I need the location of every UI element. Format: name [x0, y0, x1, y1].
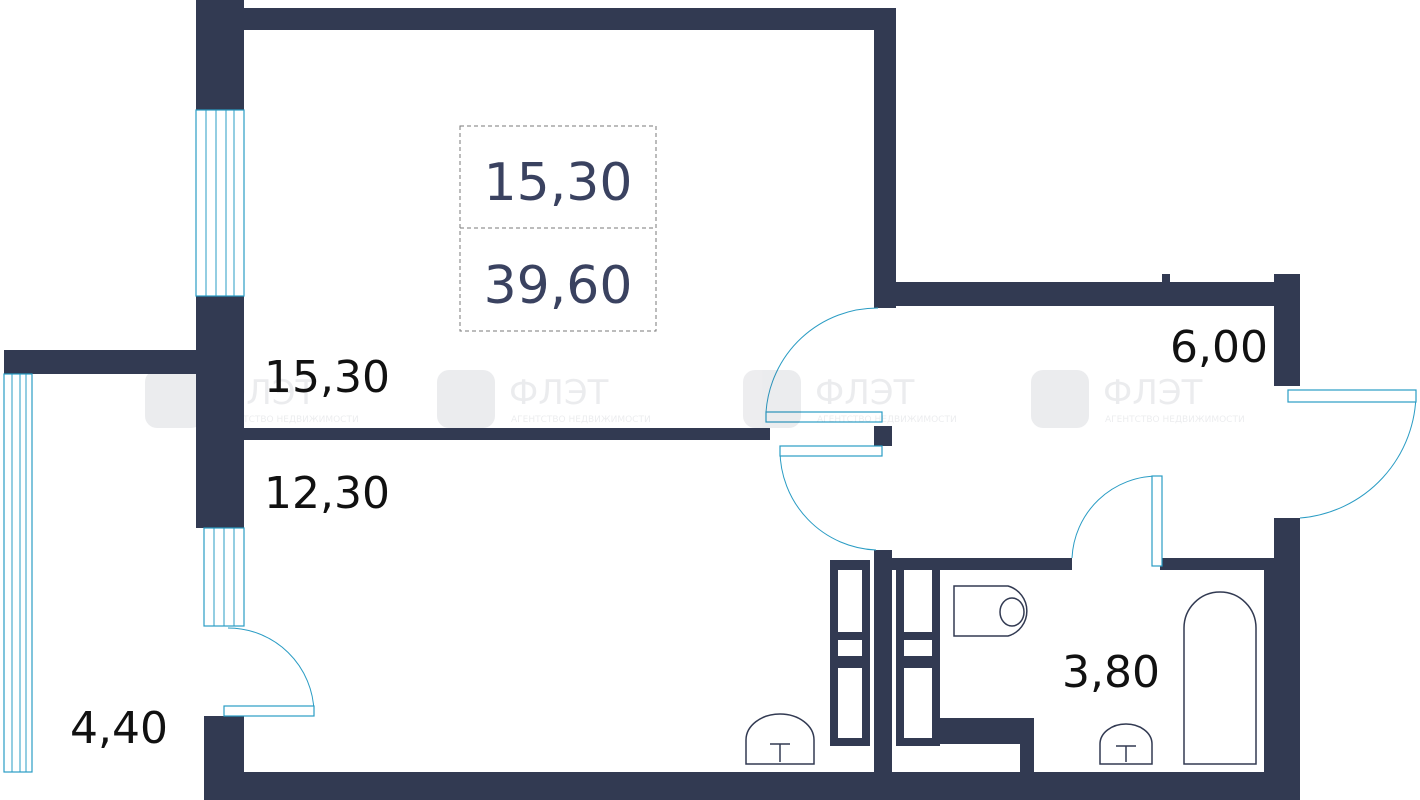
- room-area-second: 12,30: [264, 468, 390, 519]
- radiator-icon: [1099, 723, 1153, 765]
- window-room-second: [203, 527, 245, 627]
- door-room-main: [765, 307, 883, 423]
- svg-text:АГЕНТСТВО НЕДВИЖИМОСТИ: АГЕНТСТВО НЕДВИЖИМОСТИ: [817, 415, 957, 425]
- window-room-main: [195, 109, 245, 297]
- ventilation-shafts: [838, 570, 932, 738]
- bathtub-icon: [1183, 591, 1257, 765]
- room-area-main: 15,30: [264, 352, 390, 403]
- svg-text:АГЕНТСТВО НЕДВИЖИМОСТИ: АГЕНТСТВО НЕДВИЖИМОСТИ: [511, 415, 651, 425]
- living-area-value: 15,30: [484, 153, 633, 213]
- watermark-logo: ФЛЭТ АГЕНТСТВО НЕДВИЖИМОСТИ: [145, 370, 359, 428]
- svg-text:ФЛЭТ: ФЛЭТ: [1103, 373, 1203, 413]
- svg-text:ФЛЭТ: ФЛЭТ: [217, 373, 317, 413]
- area-summary-box: 15,30 39,60: [459, 125, 657, 332]
- room-area-hallway: 6,00: [1170, 322, 1268, 373]
- door-bathroom: [1071, 475, 1163, 567]
- room-area-bathroom: 3,80: [1062, 647, 1160, 698]
- radiator-icon: [745, 713, 815, 765]
- room-area-balcony: 4,40: [70, 703, 168, 754]
- toilet-icon: [953, 585, 1028, 637]
- total-area-value: 39,60: [484, 256, 633, 316]
- watermark-logo: ФЛЭТ АГЕНТСТВО НЕДВИЖИМОСТИ: [743, 370, 957, 428]
- balcony-glazing: [3, 373, 33, 773]
- svg-text:АГЕНТСТВО НЕДВИЖИМОСТИ: АГЕНТСТВО НЕДВИЖИМОСТИ: [219, 415, 359, 425]
- door-balcony: [223, 627, 315, 717]
- svg-text:АГЕНТСТВО НЕДВИЖИМОСТИ: АГЕНТСТВО НЕДВИЖИМОСТИ: [1105, 415, 1245, 425]
- door-room-second: [779, 445, 883, 551]
- svg-text:ФЛЭТ: ФЛЭТ: [509, 373, 609, 413]
- svg-text:ФЛЭТ: ФЛЭТ: [815, 373, 915, 413]
- watermark-logo: ФЛЭТ АГЕНТСТВО НЕДВИЖИМОСТИ: [1031, 370, 1245, 428]
- door-entrance: [1287, 389, 1417, 519]
- watermark-logo: ФЛЭТ АГЕНТСТВО НЕДВИЖИМОСТИ: [437, 370, 651, 428]
